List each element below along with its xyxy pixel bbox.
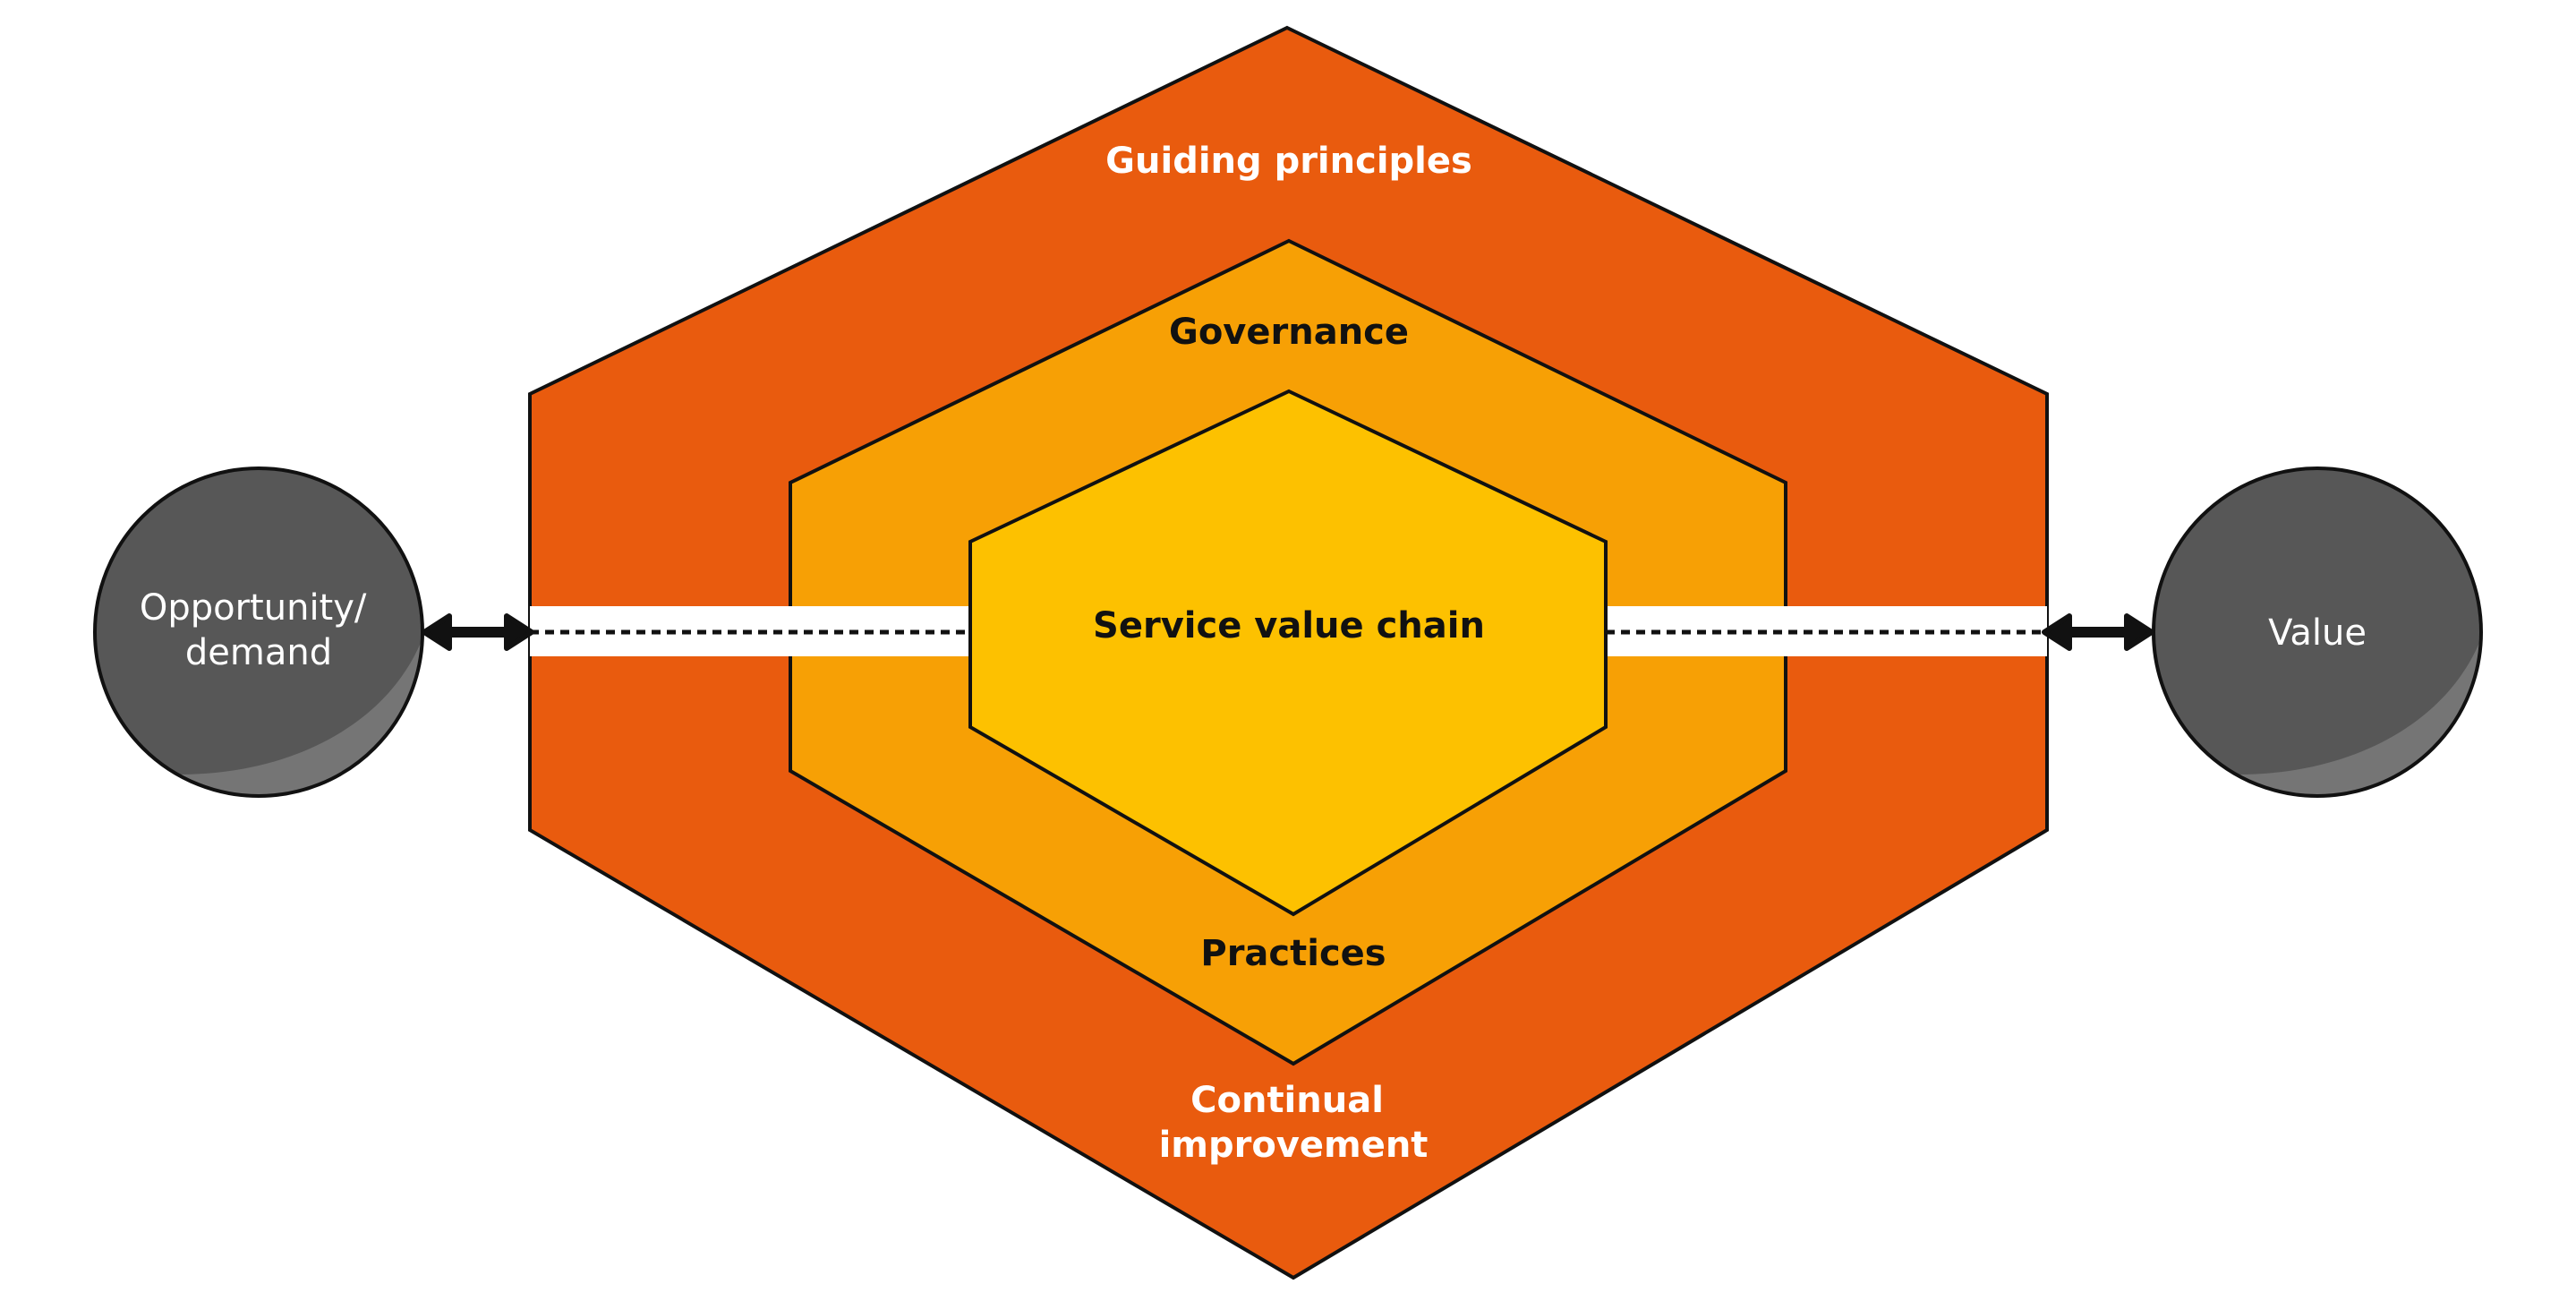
service-value-chain-label: Service value chain (1093, 605, 1485, 646)
opportunity-demand-line-1: Opportunity/ (140, 587, 367, 629)
service-value-chain-hexagon (968, 389, 1608, 917)
double-headed-arrow-icon (2042, 613, 2154, 651)
continual-improvement-line-1: Continual (1190, 1080, 1384, 1121)
continual-improvement-line-2: improvement (1159, 1125, 1429, 1166)
governance-label: Governance (1169, 312, 1409, 353)
value-label: Value (2268, 612, 2367, 654)
opportunity-demand-line-2: demand (185, 632, 332, 673)
practices-label: Practices (1200, 933, 1386, 974)
double-headed-arrow-icon (422, 613, 534, 651)
guiding-principles-label: Guiding principles (1105, 141, 1472, 182)
opportunity-demand-label: Opportunity/ demand (140, 587, 378, 673)
continual-improvement-label: Continual improvement (1159, 1080, 1429, 1166)
